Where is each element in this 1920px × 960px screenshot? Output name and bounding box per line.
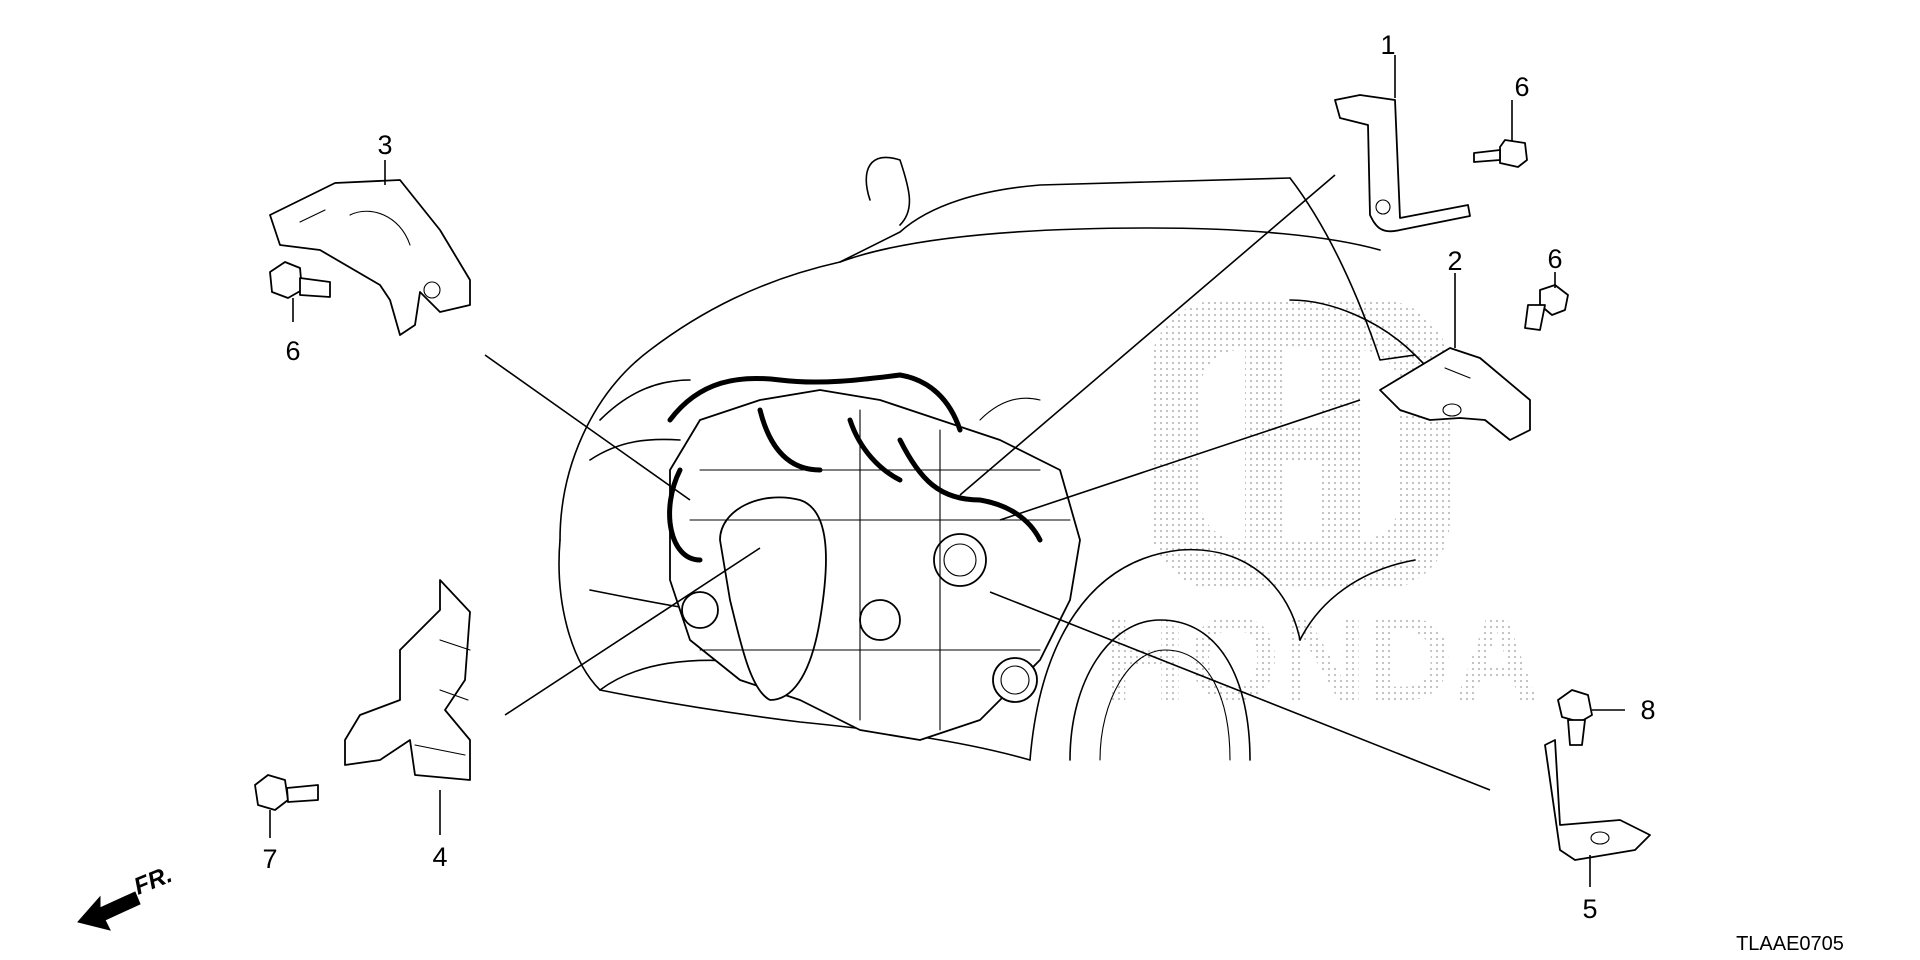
bolt-6-middle	[1524, 284, 1569, 331]
honda-watermark: HONDA	[1100, 300, 1540, 726]
bracket-4	[344, 579, 471, 781]
diagram-code: TLAAE0705	[1736, 933, 1844, 955]
callout-part-6-top: 6	[1514, 72, 1529, 102]
callout-part-6-middle: 6	[1547, 244, 1562, 274]
bolt-8	[1557, 689, 1593, 746]
leader-part-5-engine	[989, 591, 1491, 791]
bracket-2	[1379, 347, 1531, 441]
leader-part-2-engine	[999, 399, 1361, 521]
callout-part-3: 3	[377, 130, 392, 160]
leader-part-3-engine	[484, 354, 691, 501]
bracket-5	[1544, 739, 1651, 861]
leader-part-4-engine	[504, 547, 761, 716]
front-direction-arrow: FR.	[77, 861, 176, 931]
bracket-3	[269, 179, 471, 336]
callout-part-5: 5	[1582, 894, 1597, 924]
callout-part-2: 2	[1447, 246, 1462, 276]
engine-assembly	[667, 372, 1081, 741]
callout-part-4: 4	[432, 842, 447, 872]
svg-text:HONDA: HONDA	[1100, 592, 1540, 726]
callout-part-8: 8	[1640, 695, 1655, 725]
callout-part-6-left: 6	[285, 336, 300, 366]
bolt-6-left	[269, 261, 331, 299]
direction-label: FR.	[130, 861, 176, 901]
bolt-7	[254, 774, 319, 811]
leader-part-1-engine	[959, 174, 1336, 496]
callout-part-1: 1	[1380, 30, 1395, 60]
bracket-1	[1334, 94, 1471, 233]
arrow-left-icon	[77, 891, 141, 931]
callout-part-7: 7	[262, 844, 277, 874]
bolt-6-top	[1473, 139, 1528, 168]
